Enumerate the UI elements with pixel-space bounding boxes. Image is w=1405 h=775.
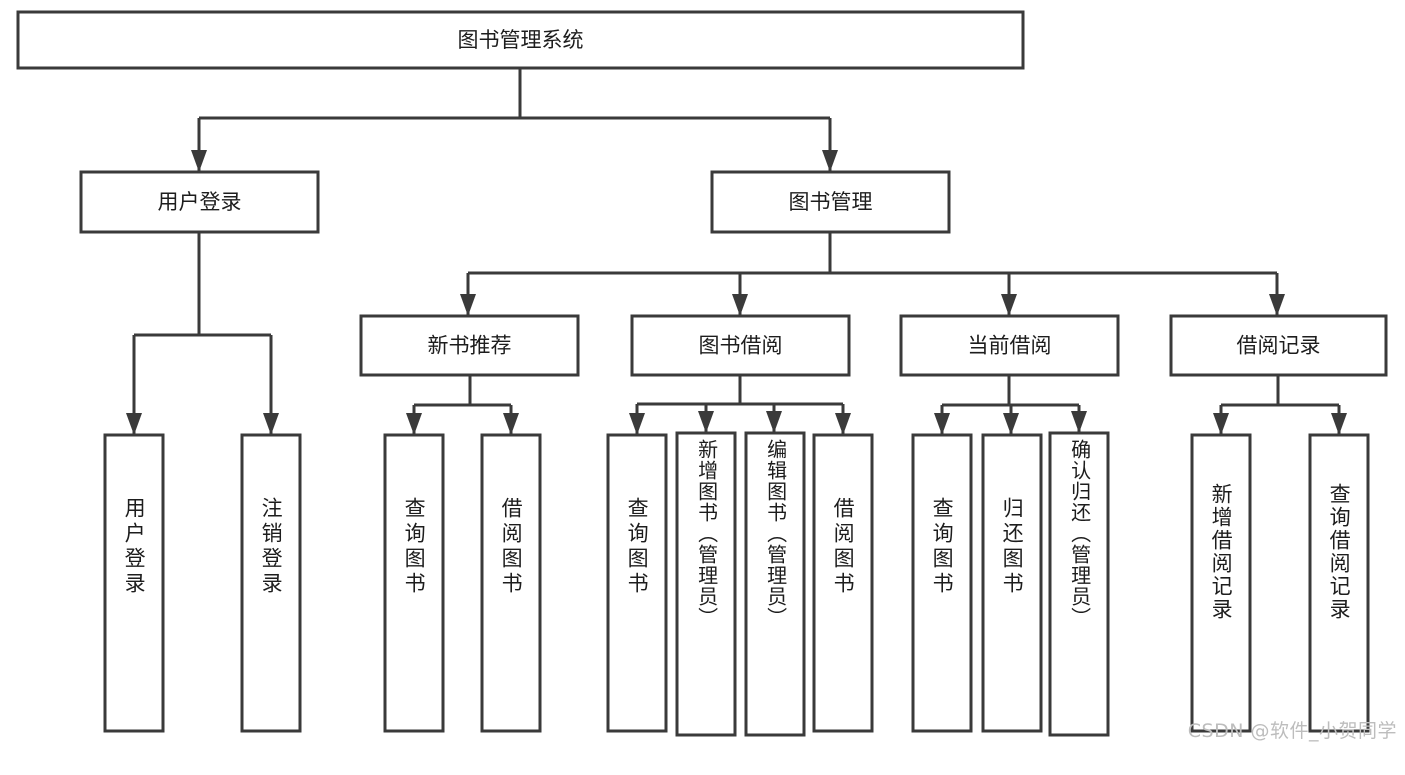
node-nbr-query-book[interactable] [383, 433, 445, 733]
new-book-rec-arrow-0 [406, 413, 422, 435]
current-borrow-arrow-1 [1003, 413, 1019, 435]
node-bb-edit-book[interactable] [744, 431, 806, 737]
node-cb-confirm-return[interactable] [1048, 431, 1110, 737]
node-label-book-manage: 图书管理 [789, 190, 873, 214]
node-bb-query-book[interactable] [606, 433, 668, 733]
node-label-book-borrow: 图书借阅 [699, 334, 783, 358]
user-login-to-leaves-arrow-1 [263, 413, 279, 435]
book-manage-to-level2-arrow-3 [1269, 294, 1285, 316]
node-cb-return-book[interactable] [981, 433, 1043, 733]
node-bb-add-book[interactable] [675, 431, 737, 737]
node-user-login-do[interactable] [103, 433, 165, 733]
node-label-root: 图书管理系统 [458, 28, 584, 52]
book-manage-to-level2-arrow-1 [732, 294, 748, 316]
node-cb-query-book[interactable] [911, 433, 973, 733]
node-current-borrow[interactable] [899, 314, 1120, 377]
current-borrow-arrow-2 [1071, 411, 1087, 433]
current-borrow-arrow-0 [934, 413, 950, 435]
user-login-to-leaves-arrow-0 [126, 413, 142, 435]
book-borrow-arrow-3 [835, 413, 851, 435]
node-label-new-book-rec: 新书推荐 [428, 334, 512, 358]
watermark-text: CSDN @软件_小贺同学 [1187, 720, 1397, 742]
node-label-borrow-record: 借阅记录 [1237, 334, 1321, 358]
diagram-canvas: 图书管理系统用户登录图书管理新书推荐图书借阅当前借阅借阅记录 用户登录注销登录查… [16, 10, 1397, 742]
book-borrow-arrow-2 [766, 411, 782, 433]
node-label-user-login: 用户登录 [158, 190, 242, 214]
borrow-record-arrow-1 [1331, 413, 1347, 435]
new-book-rec-arrow-1 [503, 413, 519, 435]
root-to-level1-arrow-0 [191, 150, 207, 172]
node-user-logout[interactable] [240, 433, 302, 733]
book-borrow-arrow-0 [629, 413, 645, 435]
node-bb-borrow-book[interactable] [812, 433, 874, 733]
node-br-query-record[interactable] [1308, 433, 1370, 733]
node-new-book-rec[interactable] [359, 314, 580, 377]
book-manage-to-level2-arrow-0 [460, 294, 476, 316]
node-book-borrow[interactable] [630, 314, 851, 377]
node-root[interactable] [16, 10, 1025, 70]
node-br-add-record[interactable] [1190, 433, 1252, 733]
node-nbr-borrow-book[interactable] [480, 433, 542, 733]
book-manage-to-level2-arrow-2 [1001, 294, 1017, 316]
node-borrow-record[interactable] [1169, 314, 1388, 377]
book-borrow-arrow-1 [698, 411, 714, 433]
node-book-manage[interactable] [710, 170, 951, 234]
node-label-current-borrow: 当前借阅 [968, 334, 1052, 358]
root-to-level1-arrow-1 [822, 150, 838, 172]
borrow-record-arrow-0 [1213, 413, 1229, 435]
